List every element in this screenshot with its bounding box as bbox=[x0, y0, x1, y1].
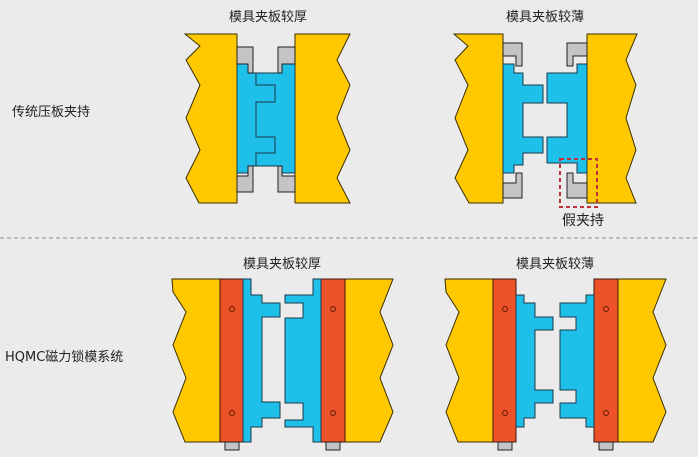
right-platen bbox=[617, 278, 667, 443]
connector-left bbox=[224, 441, 240, 451]
left-platen bbox=[444, 278, 494, 443]
magnetic-thick-diagram bbox=[171, 278, 394, 451]
clamp-top-right bbox=[566, 42, 588, 67]
parting-line bbox=[255, 73, 276, 166]
magnetic-thin-diagram bbox=[444, 278, 667, 451]
mold bbox=[236, 63, 296, 174]
magnetic-section-label: HQMC磁力锁模系统 bbox=[5, 350, 124, 365]
left-mold bbox=[242, 278, 281, 443]
traditional-thin-title: 模具夹板较薄 bbox=[505, 10, 585, 25]
screw-hole-icon bbox=[229, 306, 235, 312]
left-platen bbox=[452, 33, 504, 204]
screw-hole-icon bbox=[229, 410, 235, 416]
screw-hole-icon bbox=[330, 306, 336, 312]
magnet-plate-right bbox=[320, 278, 346, 443]
clamp-bottom-right bbox=[566, 172, 588, 199]
connector-right bbox=[598, 441, 614, 451]
left-mold bbox=[515, 294, 554, 428]
traditional-thick-title: 模具夹板较厚 bbox=[228, 10, 308, 25]
false-clamp-label: 假夹持 bbox=[562, 213, 604, 229]
right-mold bbox=[559, 294, 595, 428]
clamp-bottom-left bbox=[236, 165, 254, 193]
traditional-thick-diagram bbox=[183, 33, 351, 204]
left-platen bbox=[171, 278, 221, 443]
clamp-top-left bbox=[236, 46, 254, 74]
clamp-top-right bbox=[277, 46, 296, 74]
screw-hole-icon bbox=[330, 410, 336, 416]
right-platen bbox=[586, 33, 638, 204]
screw-hole-icon bbox=[502, 306, 508, 312]
right-mold bbox=[284, 278, 322, 443]
left-platen bbox=[183, 33, 238, 204]
traditional-section-label: 传统压板夹持 bbox=[12, 105, 91, 120]
connector-right bbox=[325, 441, 341, 451]
clamp-bottom-right bbox=[277, 165, 296, 193]
clamp-bottom-left bbox=[502, 172, 523, 199]
screw-hole-icon bbox=[603, 306, 609, 312]
right-platen bbox=[344, 278, 394, 443]
magnet-plate-left bbox=[492, 278, 517, 443]
magnetic-thick-title: 模具夹板较厚 bbox=[242, 257, 322, 272]
right-platen bbox=[294, 33, 351, 204]
traditional-thin-diagram bbox=[452, 33, 638, 208]
screw-hole-icon bbox=[502, 410, 508, 416]
right-mold bbox=[546, 63, 588, 174]
left-mold bbox=[502, 63, 544, 174]
magnetic-thin-title: 模具夹板较薄 bbox=[515, 257, 595, 272]
connector-left bbox=[497, 441, 513, 451]
clamp-top-left bbox=[502, 42, 523, 67]
magnet-plate-right bbox=[593, 278, 619, 443]
magnet-plate-left bbox=[219, 278, 244, 443]
screw-hole-icon bbox=[603, 410, 609, 416]
